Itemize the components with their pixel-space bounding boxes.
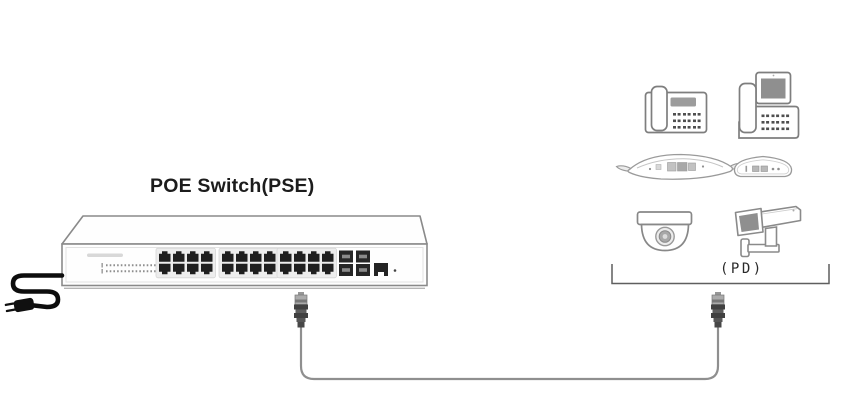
pd-bracket-icon xyxy=(611,264,830,285)
reset-dot xyxy=(393,269,397,272)
phone-screen xyxy=(755,71,792,105)
uplink-port xyxy=(374,263,388,276)
switch-logo-bar xyxy=(87,253,123,257)
pd-group-label: (PD) xyxy=(720,261,764,277)
phone-handset xyxy=(738,82,757,134)
rj45-port-groups xyxy=(155,247,337,279)
rj45-connector-right-icon xyxy=(710,291,726,328)
access-point-ports xyxy=(745,165,780,172)
ethernet-cable-icon xyxy=(299,325,720,381)
dome-camera-icon xyxy=(636,211,693,252)
video-ip-phone-icon xyxy=(738,71,800,139)
poe-switch-icon xyxy=(61,215,428,289)
power-plug-icon xyxy=(4,273,65,313)
led-indicators xyxy=(101,263,156,274)
dome-camera-lens xyxy=(655,226,675,247)
phone-display xyxy=(670,97,696,107)
desk-ip-phone-icon xyxy=(644,85,708,134)
switch-label: POE Switch(PSE) xyxy=(150,175,315,197)
phone-handset xyxy=(650,85,668,132)
wireless-access-point-icon xyxy=(733,155,793,178)
rj45-connector-left-icon xyxy=(293,291,309,328)
bullet-camera-icon xyxy=(734,205,802,258)
conference-phone-icon xyxy=(615,153,746,180)
bullet-camera-lens xyxy=(734,207,764,237)
conference-phone-buttons xyxy=(648,162,705,172)
